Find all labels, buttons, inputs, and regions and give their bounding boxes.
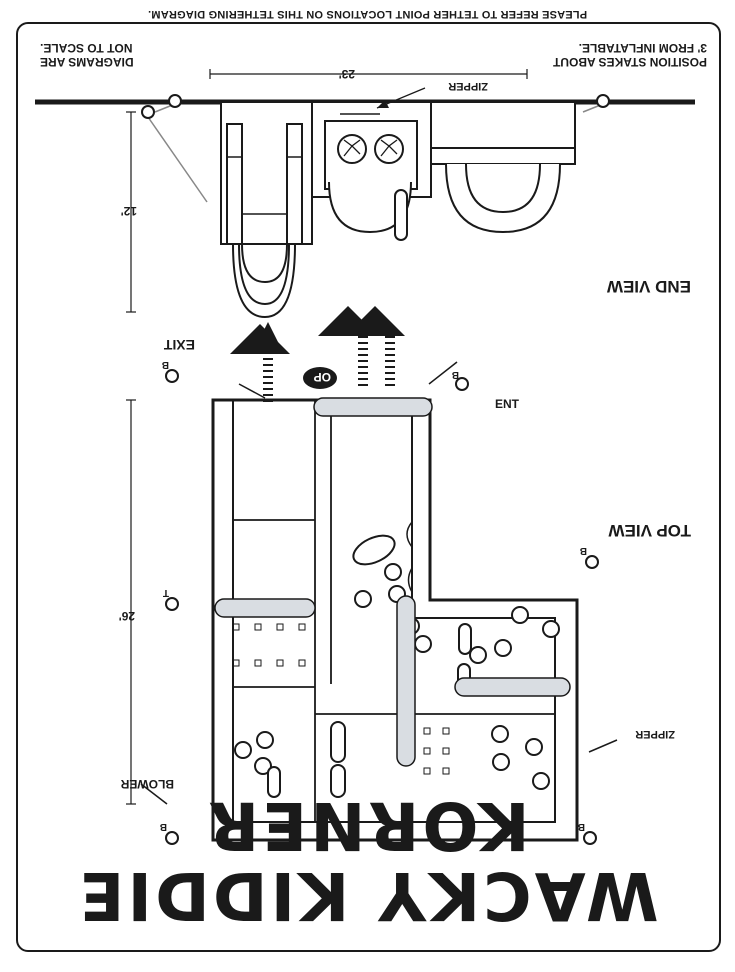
tether-stake-b-1 bbox=[583, 831, 597, 845]
end-arch-right bbox=[238, 243, 290, 306]
stake-note-line-2: 3' FROM INFLATABLE. bbox=[578, 41, 707, 55]
ent-label: ENT bbox=[495, 397, 520, 411]
tube-right bbox=[214, 598, 316, 618]
top-length-label: 26' bbox=[119, 609, 135, 623]
blower-fan-left bbox=[374, 134, 404, 164]
ent-pointer bbox=[428, 361, 458, 385]
tether-stake-t bbox=[165, 597, 179, 611]
window-grid-a bbox=[423, 727, 450, 775]
tube-top bbox=[313, 397, 433, 417]
title-line-1: WACKY KIDDIE bbox=[76, 857, 659, 934]
exit-label: EXIT bbox=[163, 337, 195, 353]
tether-label-b-4: B bbox=[452, 369, 459, 380]
zipper-pointer bbox=[588, 739, 618, 753]
end-stake-right-1 bbox=[168, 94, 182, 108]
exit-arrow-head-wide bbox=[230, 324, 290, 354]
top-view-heading: TOP VIEW bbox=[608, 521, 691, 540]
ent-arrow-head-2 bbox=[318, 306, 378, 336]
end-width-label: 23' bbox=[339, 67, 355, 81]
tube-bottom-mid bbox=[396, 595, 416, 767]
end-view bbox=[35, 69, 695, 319]
tether-stake-b-4 bbox=[455, 377, 469, 391]
window-grid-b bbox=[232, 623, 306, 667]
tube-bottom-left bbox=[454, 677, 571, 697]
tether-label-b-5: B bbox=[162, 359, 169, 370]
end-zipper-label: ZIPPER bbox=[448, 80, 488, 92]
tether-stake-b-3 bbox=[585, 555, 599, 569]
exit-pointer bbox=[238, 383, 266, 399]
op-badge: OP bbox=[314, 370, 331, 384]
end-view-heading: END VIEW bbox=[606, 277, 691, 296]
top-view bbox=[126, 306, 618, 845]
tether-line-right-2 bbox=[147, 116, 208, 203]
blower-label: BLOWER bbox=[120, 777, 174, 791]
tether-label-t: T bbox=[163, 587, 169, 598]
end-height-label: 12' bbox=[121, 204, 137, 218]
oval-obstacle bbox=[352, 534, 396, 566]
title-line-2: KORNER bbox=[205, 787, 530, 864]
header-note: PLEASE REFER TO TETHER POINT LOCATIONS O… bbox=[147, 8, 588, 20]
top-outline-outer bbox=[211, 398, 579, 842]
wavy-wall bbox=[406, 521, 413, 593]
stake-note-line-1: POSITION STAKES ABOUT bbox=[552, 55, 707, 69]
tether-label-b-1: B bbox=[578, 821, 585, 832]
tether-label-b-2: B bbox=[160, 821, 167, 832]
end-stake-left-1 bbox=[596, 94, 610, 108]
op-badge-bg bbox=[303, 367, 337, 389]
zipper-label: ZIPPER bbox=[635, 728, 675, 740]
tether-label-b-3: B bbox=[580, 545, 587, 556]
end-stake-right-2 bbox=[141, 105, 155, 119]
blower-pointer bbox=[140, 783, 168, 805]
blower-fan-right bbox=[337, 134, 367, 164]
tether-stake-b-2 bbox=[165, 831, 179, 845]
ent-arrows bbox=[358, 336, 395, 386]
scale-note-line-1: DIAGRAMS ARE bbox=[40, 55, 134, 69]
tether-stake-b-5 bbox=[165, 369, 179, 383]
scale-note-line-2: NOT TO SCALE. bbox=[40, 41, 133, 55]
